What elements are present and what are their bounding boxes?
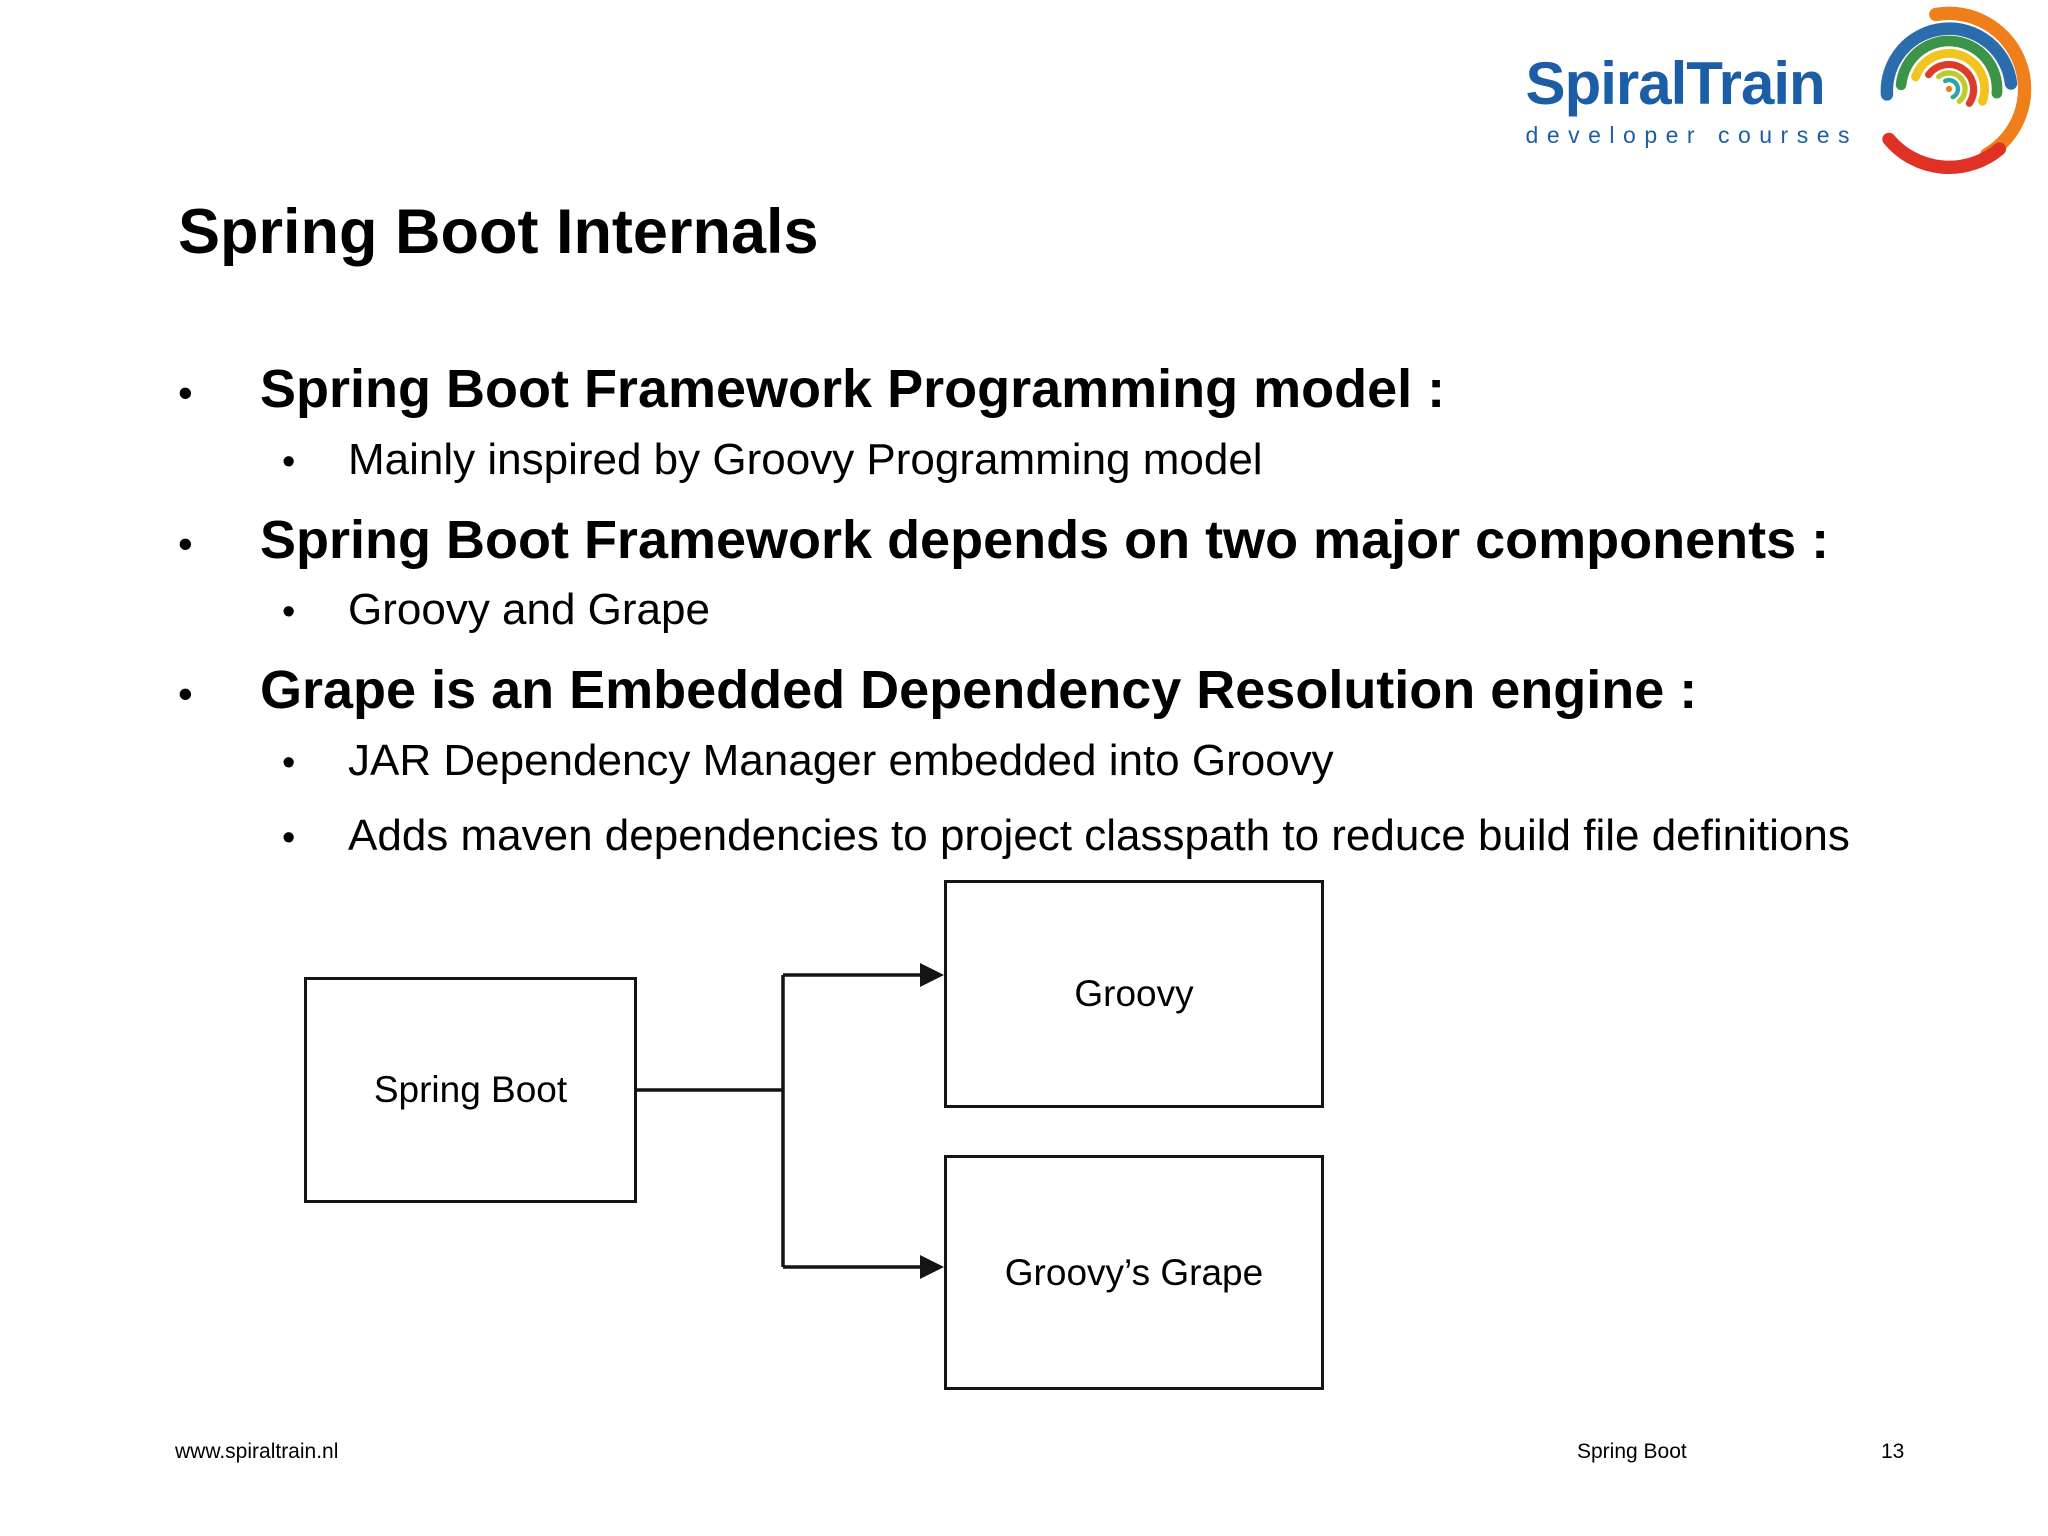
- bullet-text: Groovy and Grape: [348, 585, 710, 635]
- bullet-item: • JAR Dependency Manager embedded into G…: [282, 735, 1978, 788]
- diagram-node-groovys-grape: Groovy’s Grape: [944, 1155, 1324, 1390]
- spiral-logo-icon: [1880, 6, 2032, 174]
- footer-page-number: 13: [1881, 1440, 1905, 1463]
- bullet-item: • Spring Boot Framework Programming mode…: [178, 358, 1978, 422]
- bullet-text: Spring Boot Framework depends on two maj…: [260, 509, 1830, 570]
- bullet-icon: •: [178, 519, 193, 567]
- bullet-icon: •: [282, 440, 296, 483]
- bullet-item: • Adds maven dependencies to project cla…: [282, 810, 1978, 863]
- arrowhead-icon: [920, 963, 944, 987]
- bullet-text: JAR Dependency Manager embedded into Gro…: [348, 735, 1334, 785]
- arrowhead-icon: [920, 1255, 944, 1279]
- bullet-text: Adds maven dependencies to project class…: [348, 810, 1850, 860]
- diagram-node-spring-boot: Spring Boot: [304, 977, 637, 1203]
- bullet-text: Grape is an Embedded Dependency Resoluti…: [260, 660, 1698, 721]
- bullet-item: • Grape is an Embedded Dependency Resolu…: [178, 659, 1978, 723]
- bullet-text: Spring Boot Framework Programming model …: [260, 359, 1446, 419]
- logo-tagline: developer courses: [1525, 122, 1858, 148]
- bullet-icon: •: [282, 591, 296, 634]
- bullet-item: • Groovy and Grape: [282, 584, 1978, 637]
- page-title: Spring Boot Internals: [178, 197, 819, 267]
- bullet-text: Mainly inspired by Groovy Programming mo…: [348, 434, 1263, 484]
- diagram-node-groovy: Groovy: [944, 880, 1324, 1108]
- bullet-icon: •: [178, 369, 193, 416]
- bullet-icon: •: [282, 741, 296, 784]
- logo: SpiralTrain developer courses: [1526, 0, 2044, 178]
- footer-course-name: Spring Boot: [1577, 1440, 1687, 1463]
- logo-brand: SpiralTrain: [1525, 50, 1826, 117]
- bullet-list: • Spring Boot Framework Programming mode…: [178, 358, 1978, 884]
- footer-website-url: www.spiraltrain.nl: [175, 1440, 339, 1463]
- bullet-item: • Spring Boot Framework depends on two m…: [178, 509, 1978, 573]
- bullet-item: • Mainly inspired by Groovy Programming …: [282, 434, 1978, 487]
- bullet-icon: •: [178, 670, 193, 718]
- node-label: Spring Boot: [373, 1069, 568, 1110]
- bullet-icon: •: [282, 816, 296, 859]
- node-label: Groovy: [1074, 973, 1194, 1014]
- logo-text: SpiralTrain developer courses: [1526, 54, 1858, 147]
- node-label: Groovy’s Grape: [1004, 1251, 1264, 1293]
